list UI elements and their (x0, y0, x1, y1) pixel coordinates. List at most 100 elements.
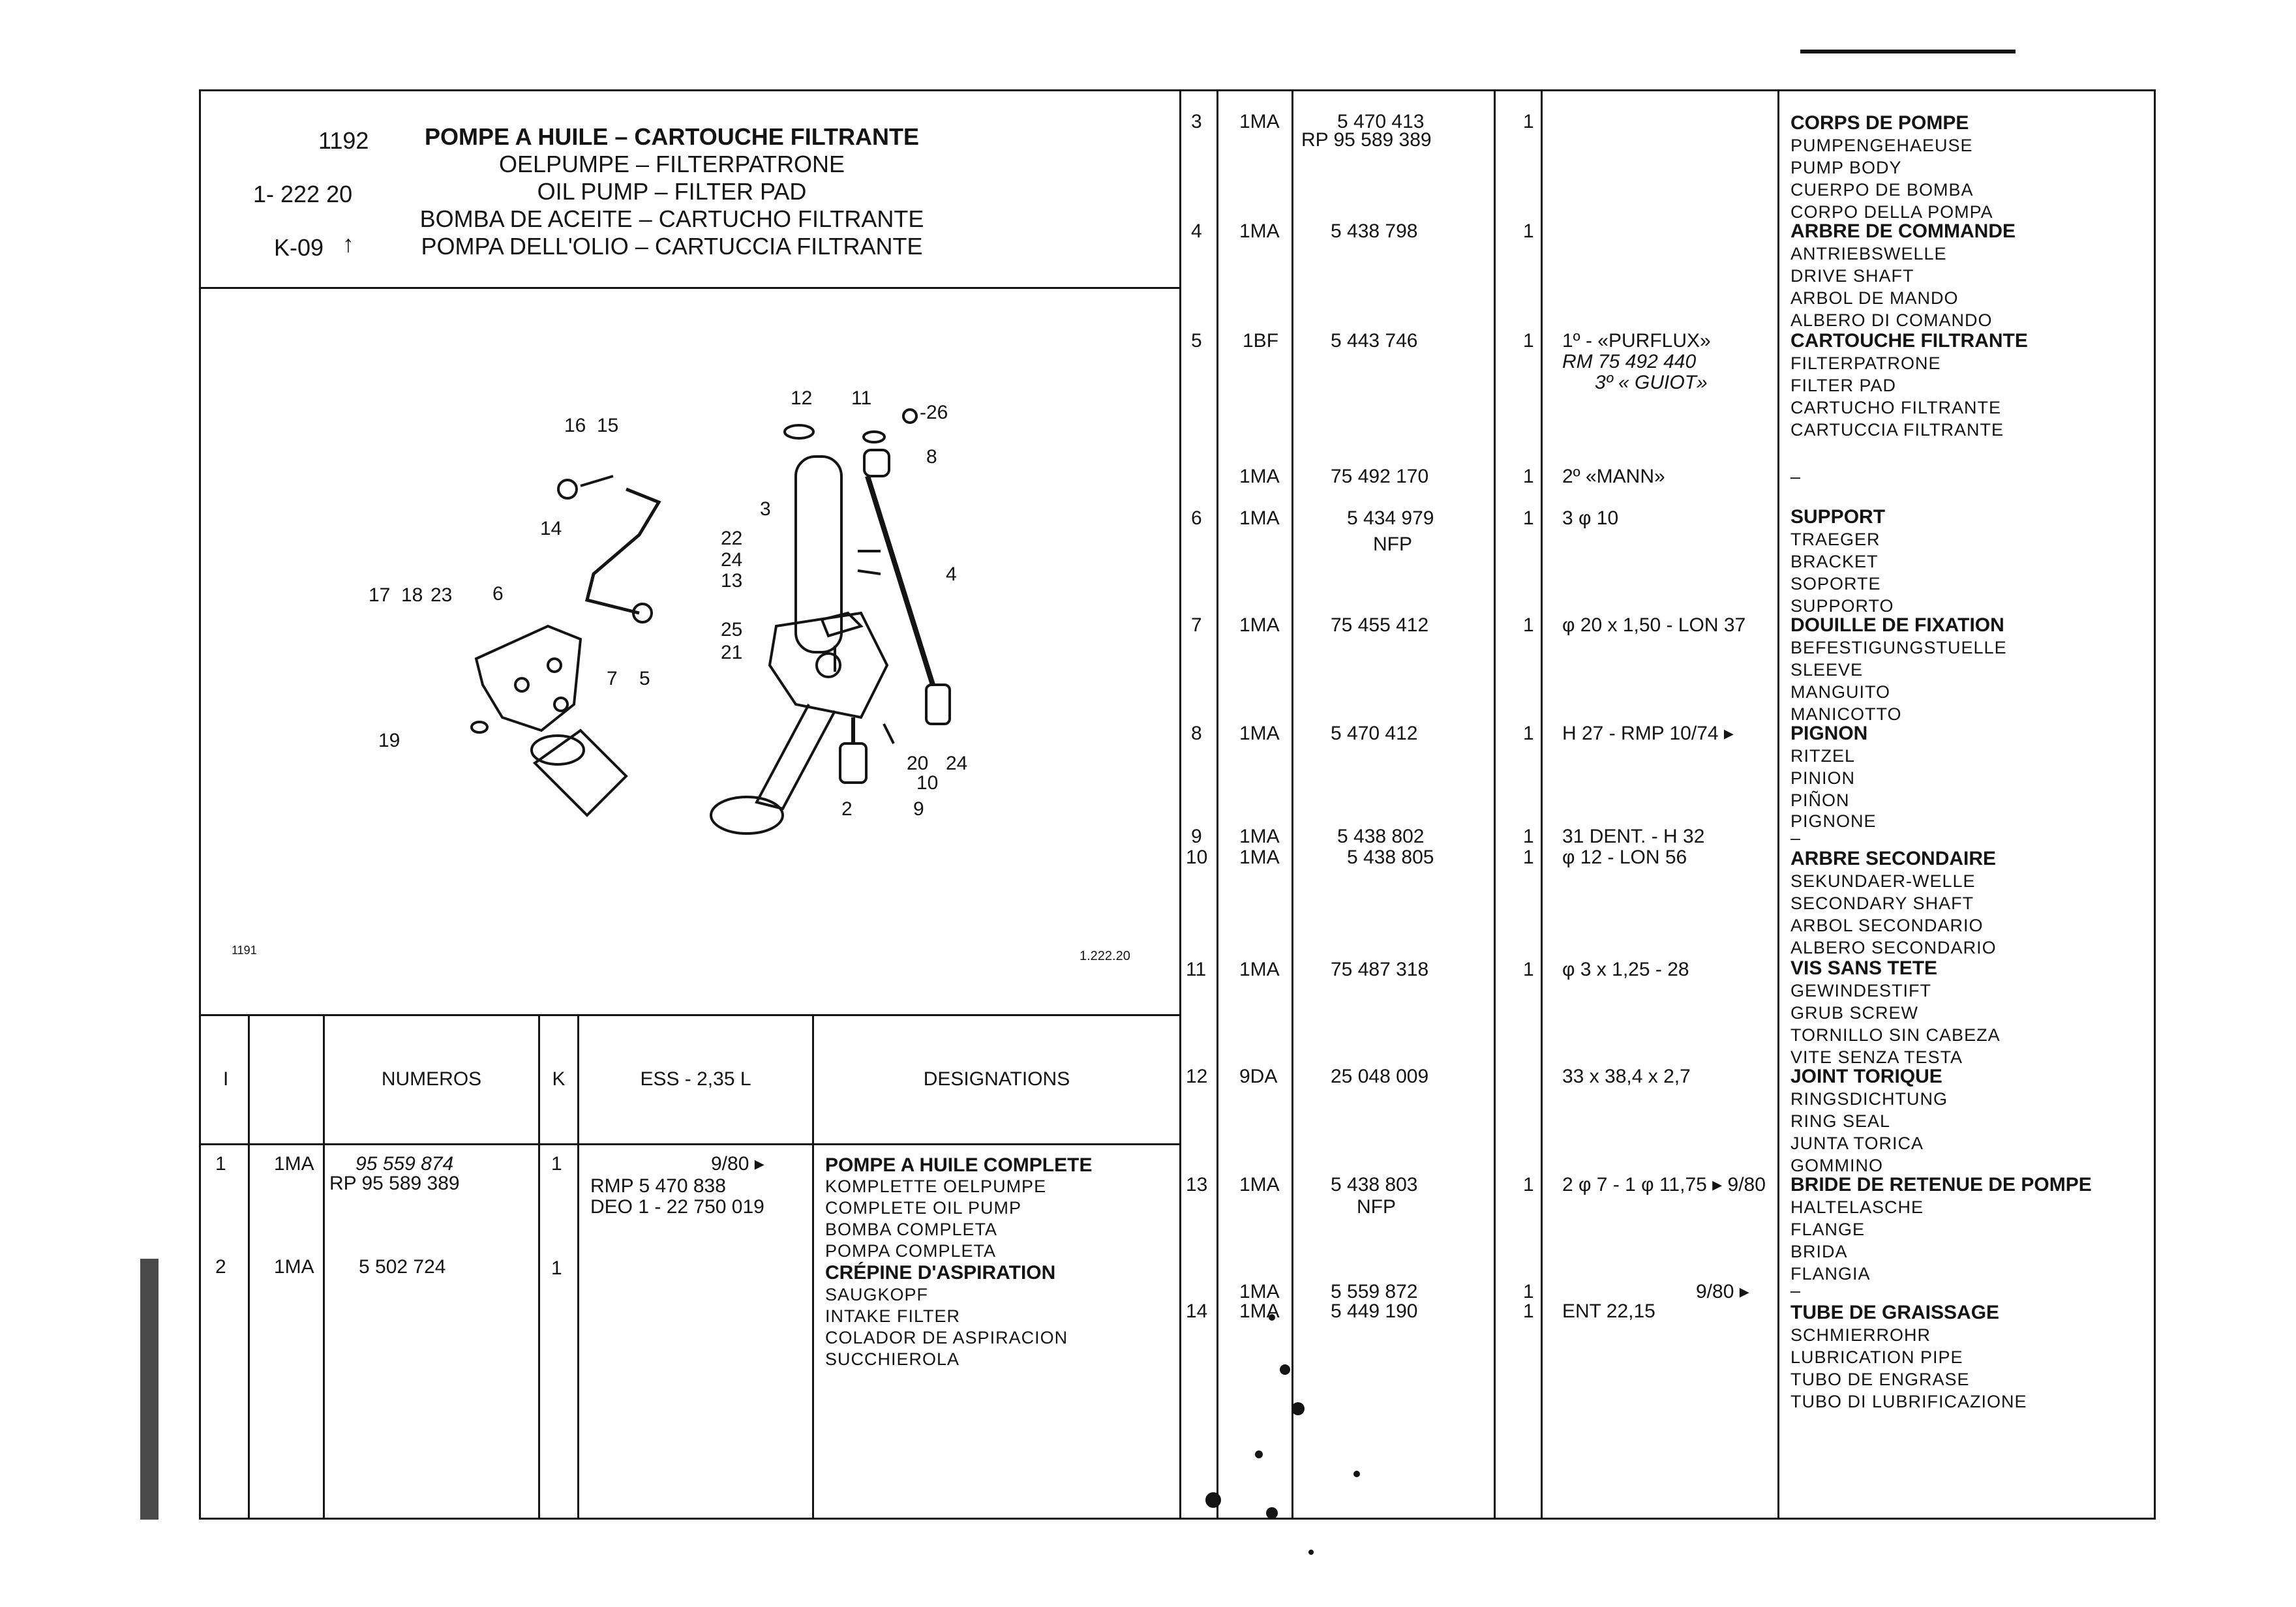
row-qty: 1 (551, 1257, 562, 1279)
designation-sub: PUMPENGEHAEUSE (1790, 136, 1973, 155)
designation-sub: PINION (1790, 768, 1856, 788)
rcol-line-3 (1494, 89, 1496, 1520)
col-line-3 (538, 1014, 540, 1520)
row-qty: 1 (1523, 723, 1534, 744)
designation-sub: – (1790, 467, 1802, 487)
outer-right-border (2154, 89, 2156, 1520)
designation-main: BRIDE DE RETENUE DE POMPE (1790, 1174, 2092, 1195)
row-qty: 1 (1523, 1174, 1534, 1195)
row-index: 1 (215, 1153, 226, 1175)
row-index: 7 (1191, 614, 1202, 636)
row-obs: 33 x 38,4 x 2,7 (1562, 1066, 1691, 1087)
designation-sub: SAUGKOPF (825, 1285, 929, 1304)
row-obs: 1º - «PURFLUX» (1562, 330, 1711, 352)
designation-sub: RITZEL (1790, 746, 1856, 766)
row-obs: 9/80 ▸ (711, 1153, 764, 1175)
title-fr: POMPE A HUILE – CARTOUCHE FILTRANTE (424, 123, 920, 150)
outer-left-border (199, 89, 201, 1520)
row-code: 1MA (1239, 723, 1280, 744)
designation-sub: RINGSDICHTUNG (1790, 1089, 1948, 1109)
col-header-designations: DESIGNATIONS (923, 1068, 1070, 1090)
designation-sub: BOMBA COMPLETA (825, 1220, 998, 1239)
callout-3: 3 (760, 498, 771, 520)
row-qty: 1 (1523, 847, 1534, 868)
row-obs: H 27 - RMP 10/74 ▸ (1562, 723, 1734, 744)
col-header-numeros: NUMEROS (381, 1068, 482, 1090)
part-number: 25 048 009 (1331, 1066, 1429, 1087)
designation-sub: – (1790, 828, 1802, 848)
title-es: BOMBA DE ACEITE – CARTUCHO FILTRANTE (419, 205, 924, 232)
top-right-rule (1800, 50, 2016, 53)
designation-sub: FLANGIA (1790, 1264, 1871, 1284)
row-obs: φ 12 - LON 56 (1562, 847, 1687, 868)
row-obs: RMP 5 470 838 (590, 1175, 726, 1197)
table-header-separator (199, 1143, 1181, 1145)
designation-main: ARBRE DE COMMANDE (1790, 220, 2016, 242)
designation-sub: ALBERO DI COMANDO (1790, 310, 1993, 330)
row-qty: 1 (1523, 330, 1534, 352)
callout-17: 17 (369, 584, 390, 606)
designation-sub: TORNILLO SIN CABEZA (1790, 1025, 2001, 1045)
row-index: 4 (1191, 220, 1202, 242)
designation-sub: ARBOL SECONDARIO (1790, 916, 1984, 935)
rcol-line-2 (1292, 89, 1293, 1520)
row-code: 1MA (1239, 826, 1280, 847)
row-qty: 1 (1523, 220, 1534, 242)
col-header-k: K (552, 1068, 566, 1090)
designation-sub: GEWINDESTIFT (1790, 981, 1931, 1000)
col-header-index: I (223, 1068, 229, 1090)
designation-main: JOINT TORIQUE (1790, 1066, 1942, 1087)
designation-sub: PIÑON (1790, 790, 1850, 810)
designation-sub: COMPLETE OIL PUMP (825, 1198, 1022, 1218)
row-code: 1MA (1239, 111, 1280, 132)
callout-9: 9 (913, 798, 924, 820)
row-qty: 1 (1523, 507, 1534, 529)
designation-sub: ARBOL DE MANDO (1790, 288, 1959, 308)
designation-sub: TUBO DE ENGRASE (1790, 1370, 1970, 1389)
row-qty: 1 (1523, 466, 1534, 487)
designation-sub: MANICOTTO (1790, 704, 1902, 724)
lubrication-pipe (584, 487, 661, 615)
designation-main: TUBE DE GRAISSAGE (1790, 1302, 2000, 1323)
designation-sub: SCHMIERROHR (1790, 1325, 1931, 1345)
designation-sub: POMPA COMPLETA (825, 1241, 997, 1261)
designation-sub: – (1790, 1281, 1802, 1300)
designation-sub: SLEEVE (1790, 660, 1864, 680)
row-obs: φ 3 x 1,25 - 28 (1562, 959, 1689, 980)
row-index: 5 (1191, 330, 1202, 352)
part-number: 5 438 805 (1347, 847, 1434, 868)
designation-main: POMPE A HUILE COMPLETE (825, 1154, 1093, 1176)
row-code: 1MA (1239, 614, 1280, 636)
designation-sub: ALBERO SECONDARIO (1790, 938, 1997, 957)
row-code: 1MA (274, 1256, 314, 1278)
callout-7: 7 (607, 668, 618, 689)
part-number: 5 559 872 (1331, 1281, 1418, 1302)
row-obs: DEO 1 - 22 750 019 (590, 1196, 764, 1218)
row-qty: 1 (1523, 826, 1534, 847)
row-code: 1MA (1239, 507, 1280, 529)
part-number: 5 470 412 (1331, 723, 1418, 744)
designation-sub: GOMMINO (1790, 1156, 1883, 1175)
intake-strainer (710, 796, 784, 835)
row-index: 10 (1186, 847, 1208, 868)
row-index: 14 (1186, 1300, 1208, 1322)
designation-sub: JUNTA TORICA (1790, 1134, 1924, 1153)
pump-body (794, 455, 843, 653)
callout-13: 13 (721, 570, 742, 592)
row-code: 1MA (274, 1153, 314, 1175)
col-header-ess: ESS - 2,35 L (640, 1068, 751, 1090)
row-obs: 3º « GUIOT» (1595, 372, 1708, 393)
designation-sub: DRIVE SHAFT (1790, 266, 1914, 286)
row-obs: 2 φ 7 - 1 φ 11,75 ▸ 9/80 (1562, 1174, 1766, 1195)
row-obs: 3 φ 10 (1562, 507, 1619, 529)
intake-pipe (755, 704, 836, 811)
callout-24: 24 (721, 549, 742, 571)
figure-ref-right: 1.222.20 (1080, 949, 1130, 963)
designation-sub: PUMP BODY (1790, 158, 1902, 177)
callout-5: 5 (639, 668, 650, 689)
filter-cartridge (532, 728, 628, 817)
designation-main: SUPPORT (1790, 506, 1886, 528)
col-line-5 (812, 1014, 814, 1520)
group-ref: 1- 222 20 (253, 181, 353, 207)
callout-18: 18 (401, 584, 423, 606)
